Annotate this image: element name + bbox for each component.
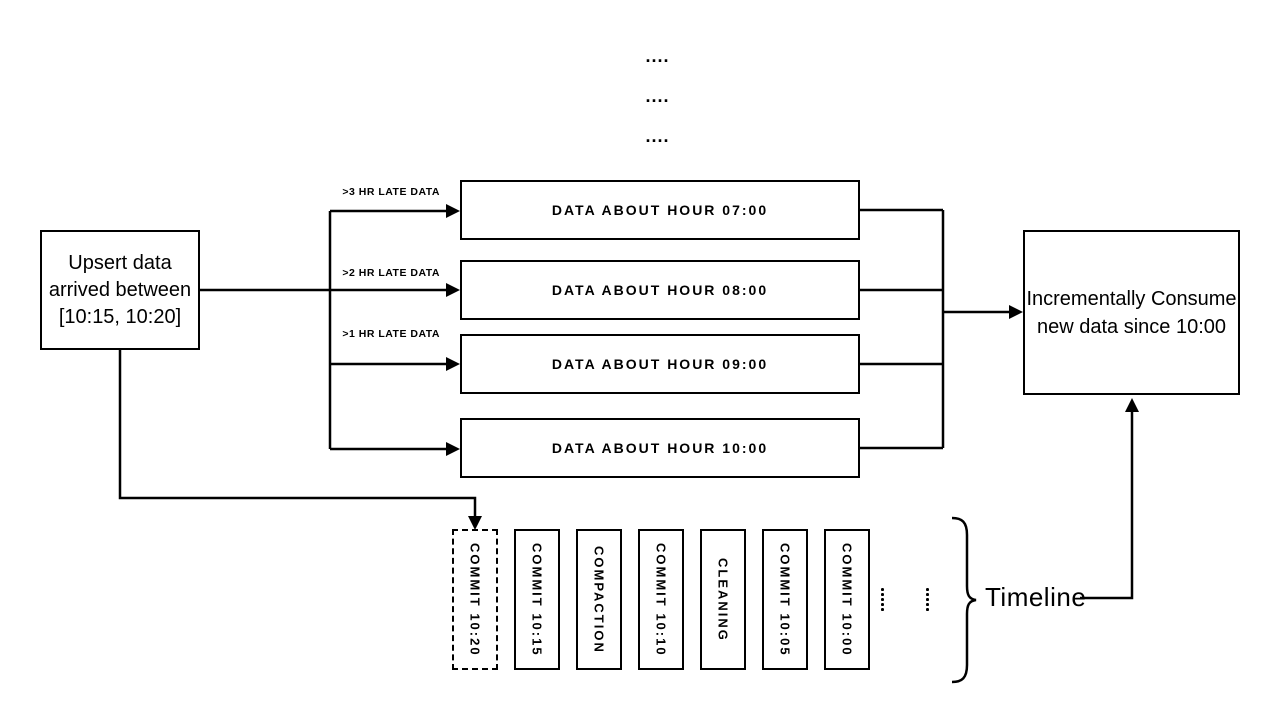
arrowhead-hour07: [446, 204, 460, 218]
consume-line-1: Incrementally Consume: [1026, 287, 1237, 310]
hour-box-0800: DATA ABOUT HOUR 08:00: [460, 260, 860, 320]
incremental-consume-box: Incrementally Consume new data since 10:…: [1023, 230, 1240, 395]
timeline-commit-1020: COMMIT 10:20: [452, 529, 498, 670]
arrowhead-consume: [1009, 305, 1023, 319]
consume-line-2: new data since 10:00: [1036, 315, 1227, 338]
late-data-label-3hr: >3 HR LATE DATA: [342, 186, 440, 198]
late-data-label-1hr: >1 HR LATE DATA: [342, 328, 440, 340]
timeline-label: Timeline: [985, 582, 1087, 612]
edge-upsert-to-commit: [118, 350, 477, 516]
upsert-line-3: [10:15, 10:20]: [58, 305, 182, 328]
arrowhead-timeline-consume: [1125, 398, 1139, 412]
timeline-commit-1010: COMMIT 10:10: [638, 529, 684, 670]
upsert-line-2: arrived between: [48, 278, 192, 301]
arrowhead-hour10: [446, 442, 460, 456]
timeline-commit-1005: COMMIT 10:05: [762, 529, 808, 670]
hour-box-0700: DATA ABOUT HOUR 07:00: [460, 180, 860, 240]
arrowhead-commit: [468, 516, 482, 530]
top-ellipsis-row: ....: [645, 46, 670, 66]
timeline-ellipsis-dots: [926, 588, 929, 611]
hour-box-0900: DATA ABOUT HOUR 09:00: [460, 334, 860, 394]
upsert-line-1: Upsert data: [68, 251, 172, 274]
timeline-cleaning: CLEANING: [700, 529, 746, 670]
late-data-label-2hr: >2 HR LATE DATA: [342, 267, 440, 279]
upsert-data-box: Upsert data arrived between [10:15, 10:2…: [40, 230, 200, 350]
top-ellipsis-row: ....: [645, 126, 670, 146]
top-ellipsis-row: ....: [645, 86, 670, 106]
timeline-compaction: COMPACTION: [576, 529, 622, 670]
timeline-ellipsis-dots: [881, 588, 884, 611]
timeline-commit-1000: COMMIT 10:00: [824, 529, 870, 670]
hour-box-1000: DATA ABOUT HOUR 10:00: [460, 418, 860, 478]
edge-timeline-to-consume: [1080, 412, 1134, 600]
arrowhead-hour09: [446, 357, 460, 371]
arrowhead-hour08: [446, 283, 460, 297]
timeline-brace: [951, 516, 977, 684]
timeline-commit-1015: COMMIT 10:15: [514, 529, 560, 670]
